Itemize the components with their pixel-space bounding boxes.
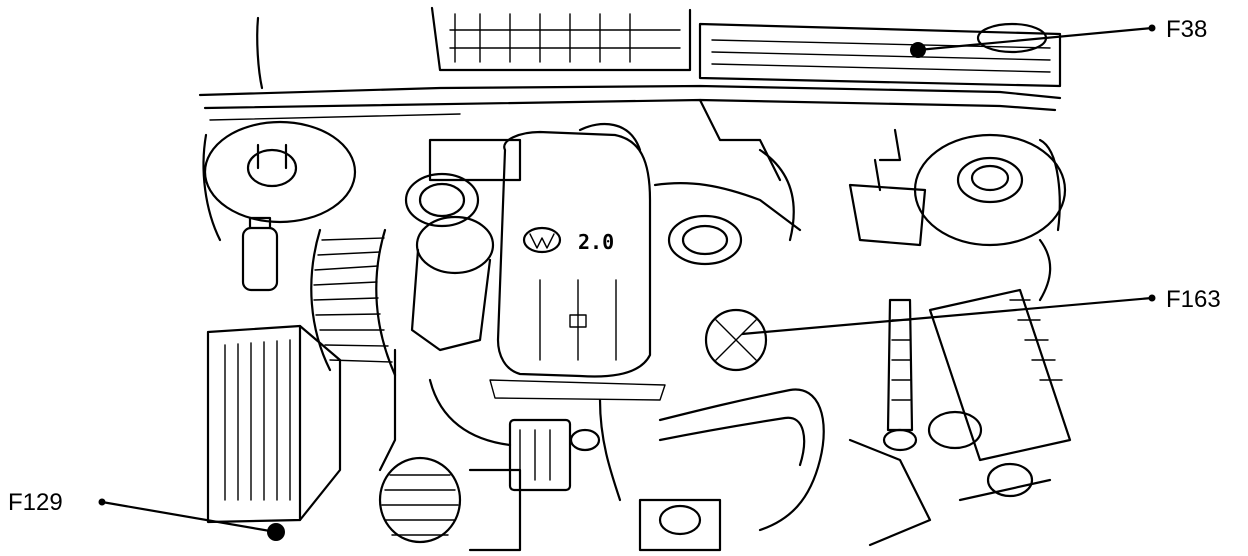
callout-f163: F163	[741, 286, 1221, 336]
engine-badge: 2.0	[578, 230, 614, 254]
callout-f38-label: F38	[1166, 16, 1207, 43]
callout-f129-leader	[101, 500, 277, 534]
callout-f129: F129	[8, 489, 285, 541]
callout-f38: F38	[910, 16, 1207, 58]
callout-f129-target-dot	[267, 523, 285, 541]
callout-f38-leader	[917, 26, 1153, 52]
callout-f163-label: F163	[1166, 286, 1221, 313]
callout-f129-end-dot	[98, 498, 106, 506]
callout-f38-end-dot	[1148, 24, 1156, 32]
callout-f163-leader	[741, 296, 1153, 336]
callout-f163-end-dot	[1148, 294, 1156, 302]
vw-logo-icon	[522, 226, 562, 254]
engine-bay-drawing: 2.0	[198, 6, 1072, 552]
callout-f129-label: F129	[8, 489, 63, 516]
callout-f38-target-dot	[910, 42, 926, 58]
